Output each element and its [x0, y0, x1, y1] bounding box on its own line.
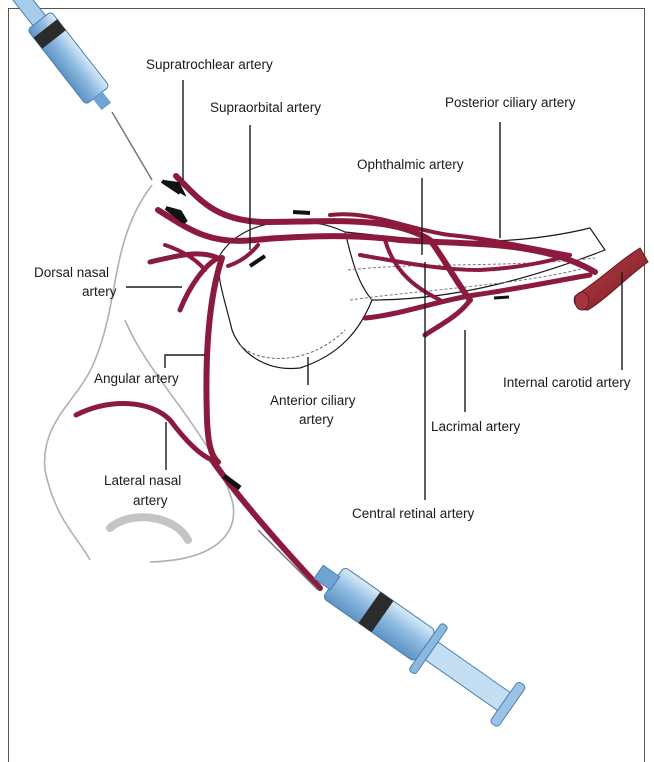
arrow-icon: [494, 297, 509, 298]
label-supraorbital-artery: Supraorbital artery: [210, 100, 321, 115]
label-central-retinal-artery: Central retinal artery: [352, 506, 475, 521]
label-anterior-ciliary-line1: Anterior ciliary: [270, 393, 356, 408]
label-posterior-ciliary-artery: Posterior ciliary artery: [445, 95, 576, 110]
label-supratrochlear-artery: Supratrochlear artery: [146, 57, 273, 72]
label-lacrimal-artery: Lacrimal artery: [431, 419, 521, 434]
label-lateral-nasal-line2: artery: [133, 493, 168, 508]
label-ophthalmic-artery: Ophthalmic artery: [357, 157, 464, 172]
label-anterior-ciliary-line2: artery: [299, 412, 334, 427]
lower-syringe: [258, 530, 529, 731]
label-lateral-nasal-line1: Lateral nasal: [104, 473, 181, 488]
upper-syringe: [3, 0, 152, 180]
label-dorsal-nasal-line2: artery: [82, 284, 117, 299]
nostril-outline: [110, 517, 188, 540]
label-internal-carotid-artery: Internal carotid artery: [503, 375, 631, 390]
label-angular-artery: Angular artery: [94, 371, 179, 386]
label-dorsal-nasal-line1: Dorsal nasal: [34, 265, 109, 280]
internal-carotid-lumen: [575, 292, 589, 310]
arrow-icon: [293, 212, 310, 213]
arrow-icon: [162, 181, 182, 193]
